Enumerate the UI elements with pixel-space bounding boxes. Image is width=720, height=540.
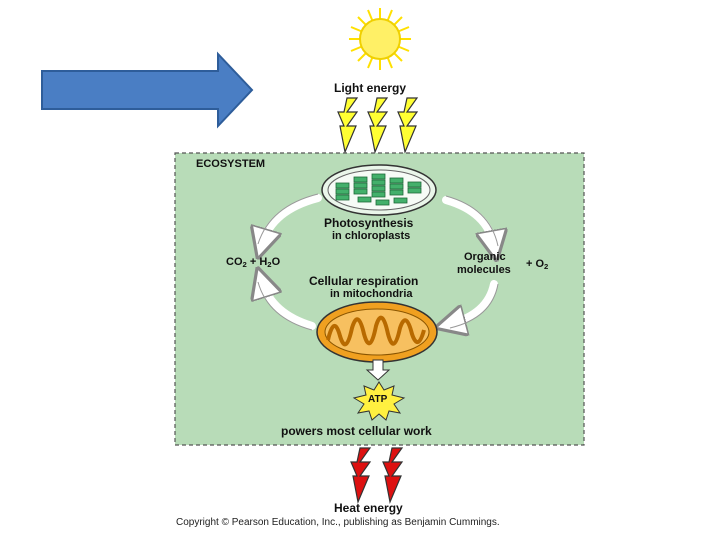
co2-text: CO [226, 256, 243, 268]
sun-icon [349, 8, 411, 70]
heat-energy-bolts-icon [350, 447, 404, 505]
photosynthesis-label: Photosynthesis [324, 216, 414, 230]
atp-down-arrow-icon [365, 359, 391, 381]
in-mitochondria-label: in mitochondria [330, 288, 413, 300]
powers-cellular-work-label: powers most cellular work [281, 424, 432, 438]
o2-label: + O2 [526, 258, 548, 271]
cycle-arrows [262, 194, 494, 326]
heat-energy-label: Heat energy [334, 501, 403, 515]
atp-label: ATP [368, 394, 388, 405]
ecosystem-label: ECOSYSTEM [196, 158, 266, 170]
chloroplast-icon [321, 164, 437, 216]
h2o-subscript: 2 [267, 259, 272, 269]
mitochondrion-icon [316, 301, 438, 363]
atp-burst-icon [352, 381, 406, 421]
organic-label: Organic [464, 251, 506, 263]
co2-h2o-label: CO2 + H2O [226, 256, 280, 269]
pointer-arrow-icon [41, 51, 254, 129]
co2-subscript: 2 [242, 259, 247, 269]
cycle-arrows-outline [257, 193, 499, 331]
molecules-label: molecules [457, 264, 511, 276]
o2-subscript: 2 [544, 261, 549, 271]
copyright-text: Copyright © Pearson Education, Inc., pub… [176, 517, 500, 528]
h2o-o-text: O [271, 256, 281, 268]
o2-text: + O [526, 258, 545, 270]
in-chloroplasts-label: in chloroplasts [332, 230, 411, 242]
light-energy-bolts-icon [337, 97, 419, 155]
cellular-respiration-label: Cellular respiration [309, 274, 419, 288]
h2o-text: + H [249, 256, 268, 268]
light-energy-label: Light energy [334, 81, 407, 95]
